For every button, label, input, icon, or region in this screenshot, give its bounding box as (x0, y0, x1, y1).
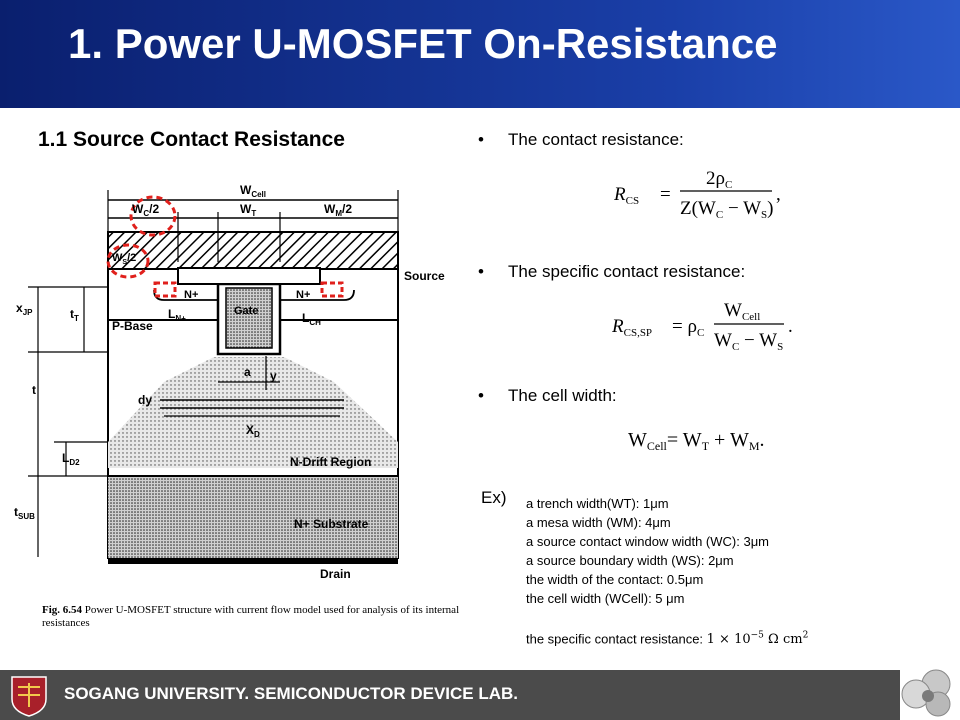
footer-text: SOGANG UNIVERSITY. SEMICONDUCTOR DEVICE … (64, 684, 519, 703)
figure-caption-number: Fig. 6.54 (42, 604, 83, 616)
equation-cell-width: WCell= WT + WM. (628, 429, 765, 453)
highlight-contact-left (153, 281, 177, 298)
svg-text:RCS,SP: RCS,SP (612, 316, 652, 339)
example-item: a source contact window width (WC): 3μm (526, 534, 770, 549)
label-nplus-left: N+ (184, 289, 198, 301)
footer-bar: SOGANG UNIVERSITY. SEMICONDUCTOR DEVICE … (0, 670, 900, 720)
svg-text:WCell= WT + WM.: WCell= WT + WM. (628, 429, 765, 453)
label-xd: XD (246, 423, 260, 439)
figure-caption-text: Power U-MOSFET structure with current fl… (42, 604, 460, 629)
title-bar: 1. Power U-MOSFET On-Resistance (0, 0, 960, 108)
example-item: the cell width (WCell): 5 μm (526, 591, 685, 606)
mosfet-cross-section-figure: WCell WC/2 WT WM/2 WS/2 Source N+ N+ xJP… (14, 183, 445, 581)
label-source: Source (404, 269, 445, 283)
bullet-marker: • (478, 130, 484, 149)
label-drain: Drain (320, 567, 351, 581)
source-metal (107, 231, 399, 270)
bullet-text: The contact resistance: (508, 130, 684, 149)
example-item: a trench width(WT): 1μm (526, 496, 669, 511)
label-a: a (244, 365, 251, 379)
gate-poly (225, 287, 273, 349)
label-tt: tT (70, 307, 79, 323)
equation-specific-contact-resistance: RCS,SP = ρC WCell WC − WS . (612, 300, 793, 353)
label-ln: LN+ (168, 307, 186, 323)
highlight-wc2 (129, 195, 177, 237)
svg-text:2ρC: 2ρC (706, 168, 732, 191)
label-nsub: N+ Substrate (294, 517, 369, 531)
bullet-text: The specific contact resistance: (508, 262, 746, 281)
example-item-specific-resistance: the specific contact resistance: 1 × 10−… (526, 631, 809, 648)
svg-text:WCell: WCell (724, 300, 760, 323)
bullet-marker: • (478, 262, 484, 281)
label-gate: Gate (234, 305, 258, 317)
svg-text:= ρC: = ρC (672, 316, 704, 339)
label-tsub: tSUB (14, 505, 35, 521)
highlight-contact-right (320, 281, 344, 298)
label-lch: LCH (302, 311, 321, 327)
svg-text:,: , (776, 184, 781, 205)
label-wcell: WCell (240, 183, 266, 199)
label-nplus-right: N+ (296, 289, 310, 301)
label-pbase: P-Base (112, 319, 153, 333)
figure-caption: Fig. 6.54 Power U-MOSFET structure with … (42, 604, 462, 630)
label-ws2: WS/2 (112, 252, 136, 266)
label-wc2: WC/2 (132, 202, 159, 218)
bullet-marker: • (478, 386, 484, 405)
lab-logo (901, 669, 951, 717)
svg-text:=: = (660, 184, 671, 205)
bullet-text: The cell width: (508, 386, 617, 405)
example-item: a source boundary width (WS): 2μm (526, 553, 734, 568)
label-dy: dy (138, 393, 152, 407)
section-subtitle: 1.1 Source Contact Resistance (38, 128, 345, 151)
label-t: t (32, 383, 36, 397)
label-wm2: WM/2 (324, 202, 352, 218)
label-ld2: LD2 (62, 451, 80, 467)
label-wt: WT (240, 202, 256, 218)
slide-title: 1. Power U-MOSFET On-Resistance (68, 20, 778, 67)
highlight-ws2 (106, 243, 150, 279)
svg-text:.: . (788, 316, 793, 337)
substrate (108, 476, 398, 558)
label-y: y (270, 369, 277, 383)
example-item: the width of the contact: 0.5μm (526, 572, 704, 587)
example-list: a trench width(WT): 1μm a mesa width (WM… (526, 494, 808, 649)
svg-text:RCS: RCS (614, 184, 639, 207)
svg-text:Z(WC − WS): Z(WC − WS) (680, 198, 773, 221)
university-shield-logo (11, 676, 47, 717)
example-item: a mesa width (WM): 4μm (526, 515, 671, 530)
label-xjp: xJP (16, 301, 33, 317)
example-label: Ex) (481, 488, 507, 507)
drift-spreading-region (108, 357, 398, 468)
svg-text:WC − WS: WC − WS (714, 330, 783, 353)
label-ndrift: N-Drift Region (290, 455, 371, 469)
equation-contact-resistance: RCS = 2ρC Z(WC − WS) , (614, 168, 781, 221)
drain-metal (108, 558, 398, 564)
